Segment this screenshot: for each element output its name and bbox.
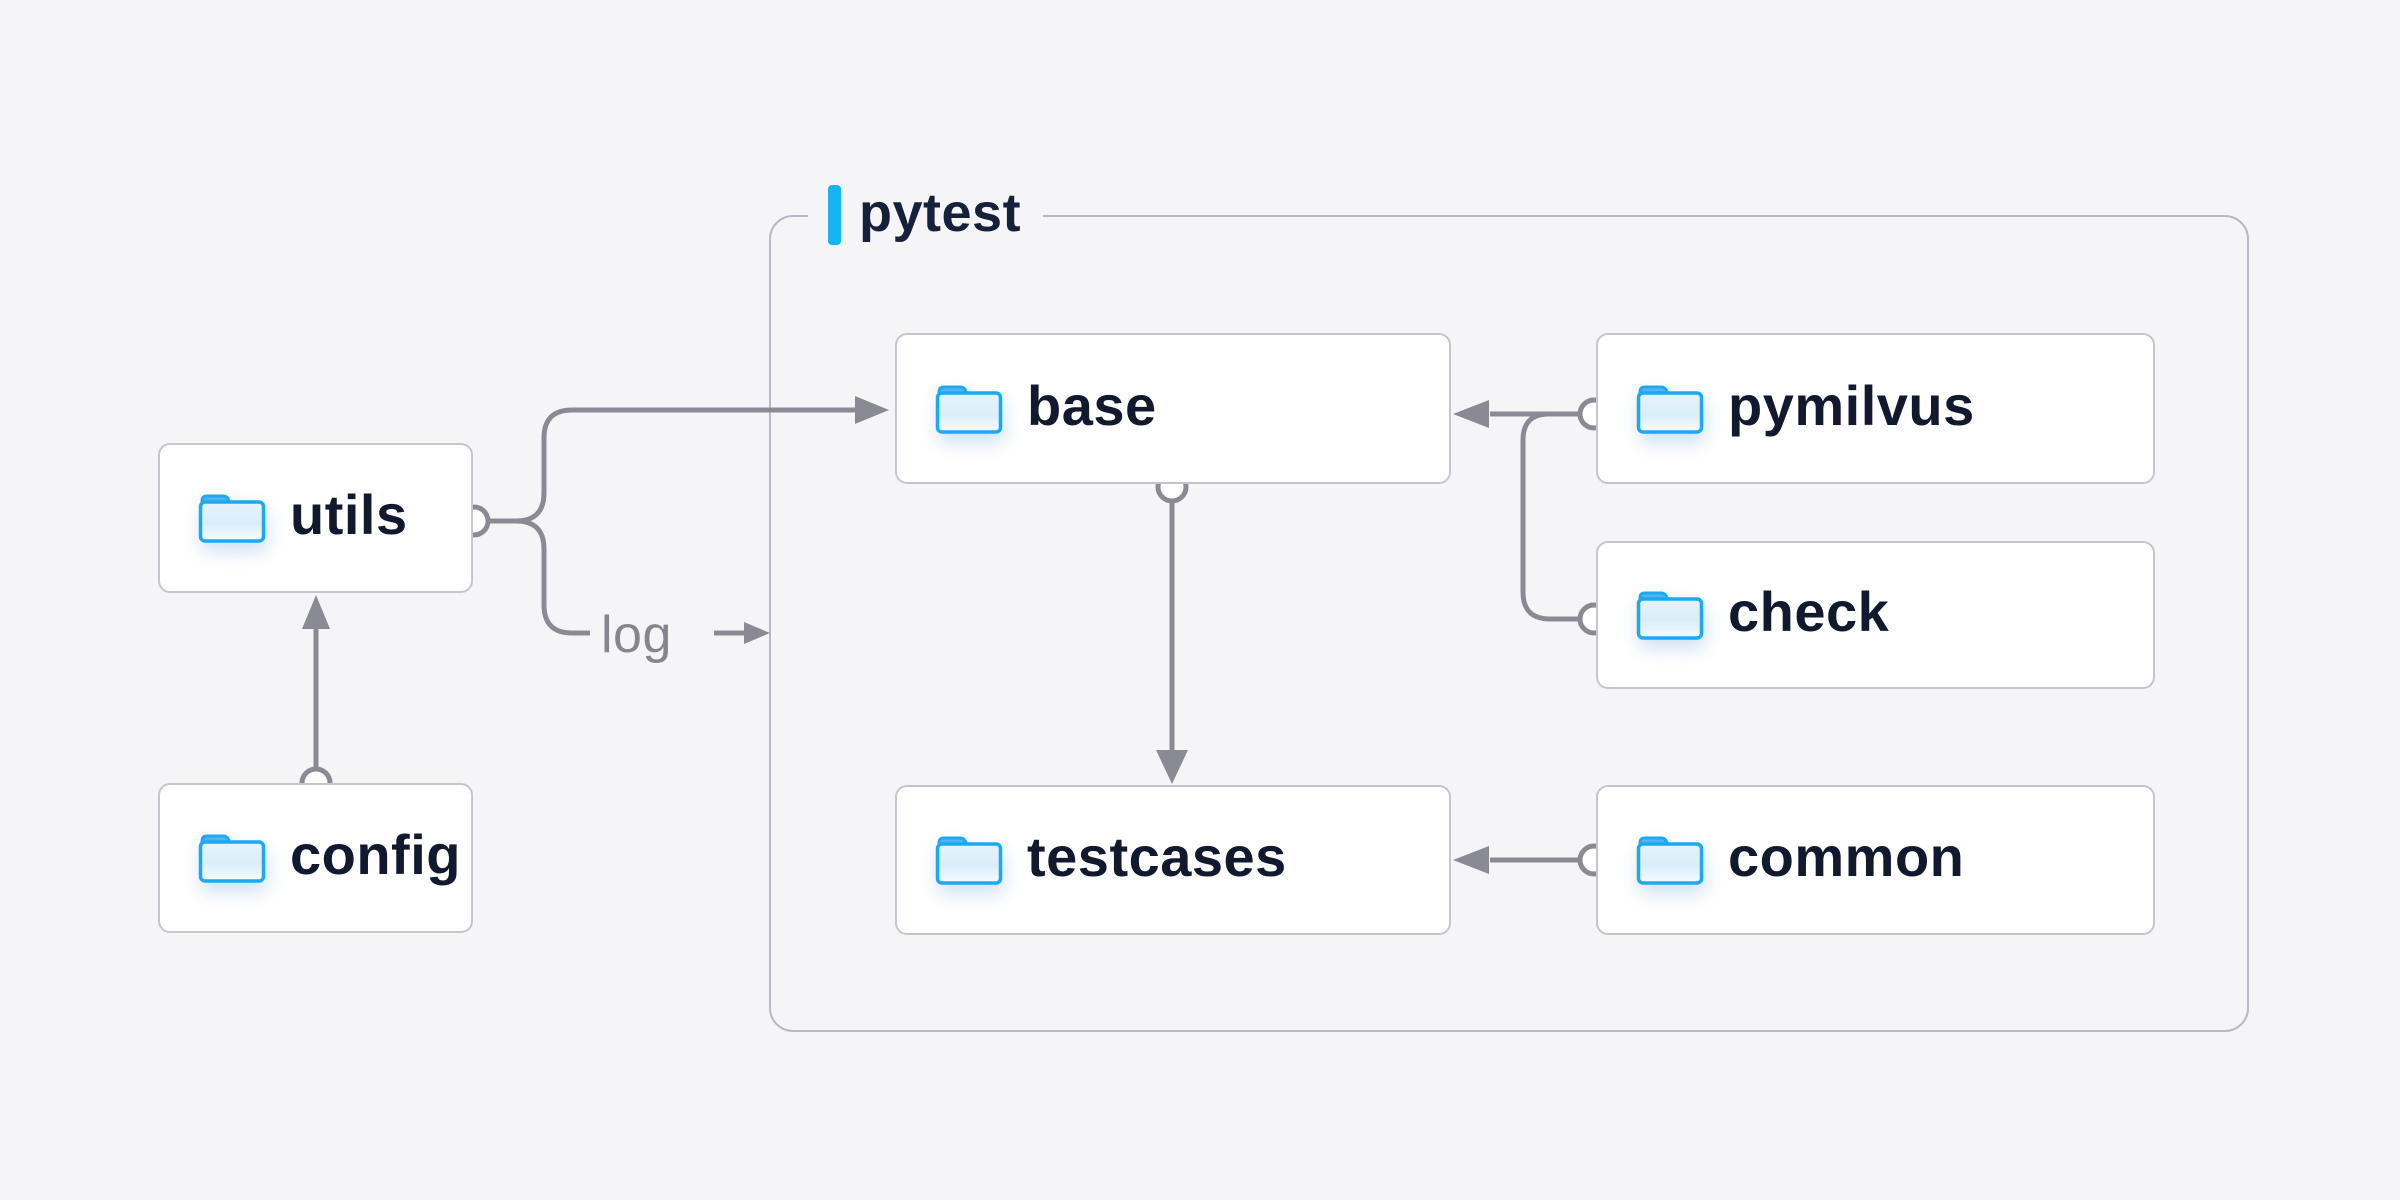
node-pymilvus: pymilvus: [1596, 333, 2155, 484]
node-base: base: [895, 333, 1451, 484]
folder-icon: [198, 834, 266, 883]
node-label: common: [1728, 825, 1965, 888]
folder-icon: [1636, 591, 1704, 640]
node-config: config: [158, 783, 473, 933]
node-label: testcases: [1027, 825, 1287, 888]
node-testcases: testcases: [895, 785, 1451, 935]
group-title: pytest: [859, 183, 1022, 243]
folder-icon: [1636, 385, 1704, 434]
node-label: pymilvus: [1728, 373, 1975, 437]
node-label: base: [1027, 373, 1157, 437]
folder-icon: [198, 494, 266, 543]
node-label: config: [290, 823, 461, 886]
folder-icon: [935, 385, 1003, 434]
node-utils: utils: [158, 443, 473, 593]
log-edge-label: log: [601, 606, 672, 664]
accent-bar: [828, 185, 841, 245]
pytest-group-label: pytest: [808, 183, 1044, 247]
pytest-group-container: [769, 215, 2249, 1032]
node-common: common: [1596, 785, 2155, 935]
node-label: utils: [290, 483, 408, 546]
folder-icon: [1636, 836, 1704, 885]
node-label: check: [1728, 580, 1890, 643]
node-check: check: [1596, 541, 2155, 689]
edge-config-utils: [302, 595, 330, 769]
folder-icon: [935, 836, 1003, 885]
